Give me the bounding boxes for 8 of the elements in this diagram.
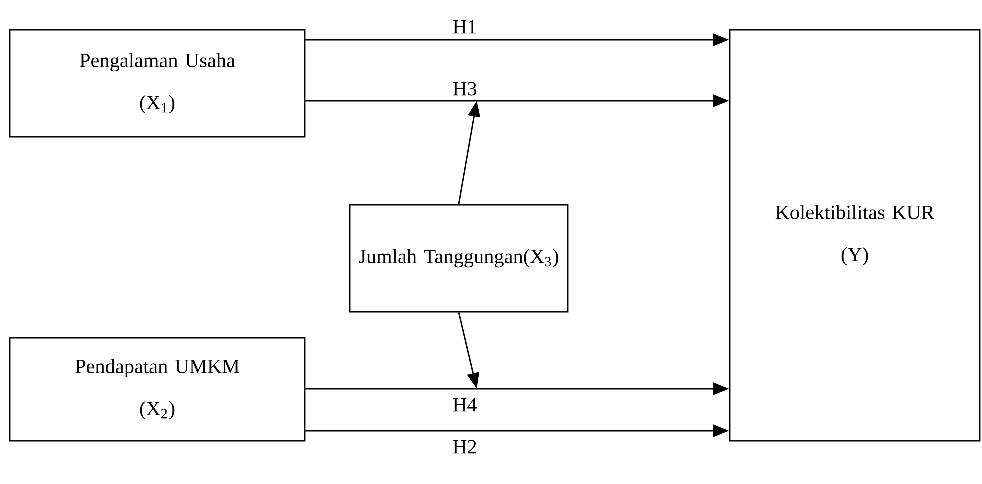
box: Jumlah Tanggungan(X$_{3}$) bbox=[349, 204, 569, 313]
box: Pengalaman Usaha (X$_{1}$) bbox=[9, 29, 306, 138]
edge-label: H2 bbox=[450, 438, 480, 456]
edge-label: H3 bbox=[450, 80, 480, 98]
box: Kolektibilitas KUR (Y) bbox=[729, 29, 981, 442]
edge-label: H1 bbox=[450, 18, 480, 36]
box: Pendapatan UMKM (X$_{2}$) bbox=[9, 337, 306, 442]
edge-label: H4 bbox=[450, 396, 480, 414]
